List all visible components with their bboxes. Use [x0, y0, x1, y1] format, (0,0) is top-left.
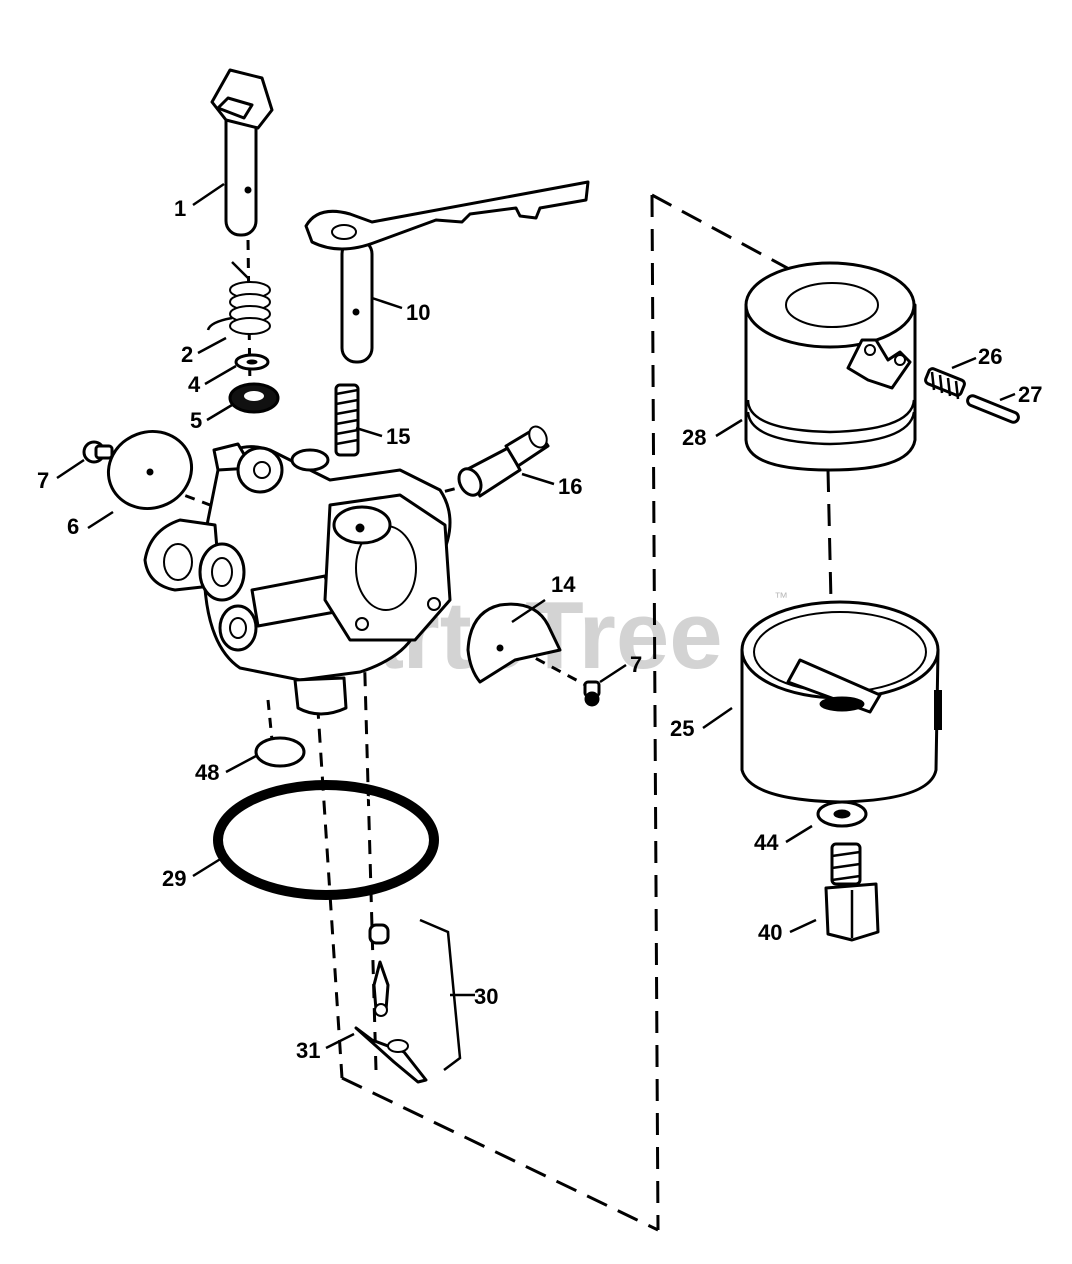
callout-44: 44 [754, 830, 779, 855]
callout-16: 16 [558, 474, 582, 499]
callout-14: 14 [551, 572, 576, 597]
part-bowl-gasket [213, 780, 439, 900]
part-throttle-plate [466, 602, 562, 684]
callout-15: 15 [386, 424, 410, 449]
part-washer [234, 353, 270, 371]
watermark-trademark: ™ [774, 589, 788, 605]
callout-7-right: 7 [630, 652, 642, 677]
part-choke-plate [106, 430, 194, 510]
callout-40: 40 [758, 920, 782, 945]
part-needle-valve [457, 425, 550, 498]
callout-25: 25 [670, 716, 694, 741]
callout-labels: 1 2 4 5 6 7 7 10 14 15 16 25 26 27 28 29… [37, 196, 1042, 1063]
leader-lines [56, 182, 1016, 1050]
part-throttle-shaft [304, 180, 590, 364]
callout-48: 48 [195, 760, 219, 785]
part-idle-spring [334, 383, 360, 457]
part-screw-right [583, 680, 601, 707]
part-choke-shaft [210, 68, 274, 237]
callout-6: 6 [67, 514, 79, 539]
callout-31: 31 [296, 1038, 320, 1063]
callout-26: 26 [978, 344, 1002, 369]
callout-5: 5 [190, 408, 202, 433]
callout-29: 29 [162, 866, 186, 891]
part-screw-left [82, 440, 114, 464]
part-float [744, 261, 917, 472]
callout-1: 1 [174, 196, 186, 221]
part-bowl-nut [824, 842, 880, 942]
callout-30: 30 [474, 984, 498, 1009]
callout-7-left: 7 [37, 468, 49, 493]
part-spring [206, 261, 271, 335]
callout-10: 10 [406, 300, 430, 325]
assembly-dashed-lines [117, 193, 840, 1232]
part-seal [228, 382, 280, 414]
part-inlet-needle-assembly [354, 918, 462, 1084]
callout-4: 4 [188, 372, 201, 397]
part-float-pin [966, 394, 1020, 424]
callout-27: 27 [1018, 382, 1042, 407]
part-float-spring [924, 367, 966, 400]
part-float-bowl [740, 600, 942, 804]
callout-28: 28 [682, 425, 706, 450]
part-carburetor-body [143, 442, 452, 716]
callout-2: 2 [181, 342, 193, 367]
part-bowl-washer [816, 800, 868, 828]
part-welch-plug [254, 736, 306, 768]
